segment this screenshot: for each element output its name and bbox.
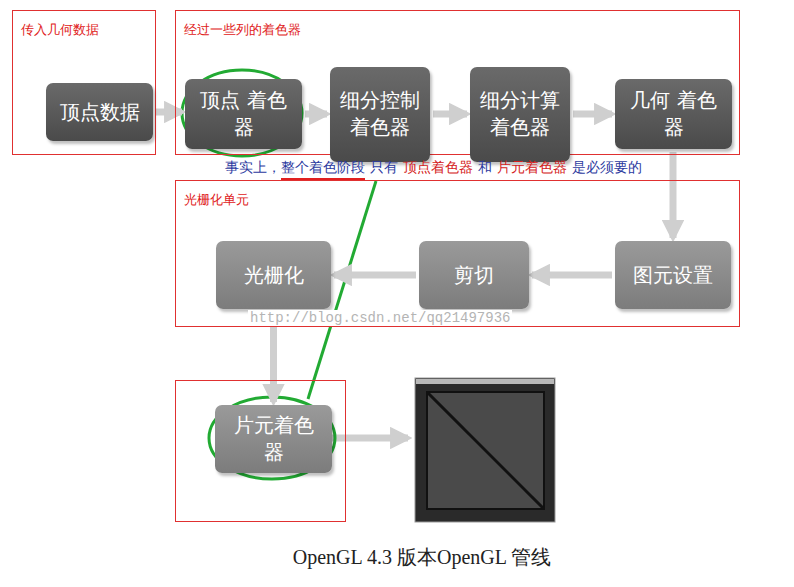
process-box: 顶点数据	[46, 83, 153, 141]
figure-caption: OpenGL 4.3 版本OpenGL 管线	[293, 544, 551, 571]
highlight-ellipse	[182, 70, 302, 156]
process-box: 图元设置	[615, 241, 731, 309]
process-box: 光栅化	[216, 241, 331, 309]
annotation-text: 片元着色器	[497, 159, 567, 180]
box-label: 细分计算 着色器	[480, 87, 560, 141]
region-frame: 传入几何数据顶点数据	[12, 10, 156, 155]
box-label: 细分控制 着色器	[340, 87, 420, 141]
flow-arrow	[532, 272, 612, 279]
flow-arrow	[156, 109, 182, 116]
process-box: 细分计算 着色器	[470, 67, 570, 162]
process-box: 剪切	[419, 241, 529, 309]
box-label: 光栅化	[244, 262, 304, 289]
annotation-text: 是必须要的	[572, 159, 642, 180]
watermark: http://blog.csdn.net/qq21497936	[248, 310, 512, 326]
flow-arrow	[334, 272, 416, 279]
flow-arrow	[305, 111, 327, 118]
output-arrow	[332, 435, 408, 442]
highlight-ellipse	[209, 397, 335, 479]
annotation-text: 整个着色阶段	[281, 159, 365, 180]
box-label: 片元着色器	[225, 412, 322, 466]
region-frame: 片元着色器	[175, 380, 346, 522]
annotation-text: 只有	[370, 159, 398, 180]
region-frame: 光栅化单元光栅化 剪切 图元设置	[175, 180, 740, 327]
box-label: 顶点数据	[60, 99, 140, 126]
annotation-text: 事实上，	[225, 159, 281, 180]
annotation-text: 和	[478, 159, 492, 180]
flow-arrow	[433, 111, 467, 118]
box-label: 图元设置	[633, 262, 713, 289]
flow-arrow	[670, 152, 677, 238]
process-box: 细分控制 着色器	[330, 67, 430, 162]
region-frame: 经过一些列的着色器顶点 着色器细分控制 着色器 细分计算 着色器 几何 着色器	[175, 10, 740, 155]
region-label: 经过一些列的着色器	[184, 21, 301, 39]
box-label: 剪切	[454, 262, 494, 289]
region-label: 光栅化单元	[184, 191, 249, 209]
annotation-text: 顶点着色器	[403, 159, 473, 180]
process-box: 几何 着色器	[615, 79, 732, 149]
flow-arrow	[573, 111, 612, 118]
annotation-note: 事实上，整个着色阶段只有顶点着色器和片元着色器是必须要的	[225, 159, 642, 180]
process-box: 片元着色器	[215, 405, 332, 473]
rendered-output	[415, 378, 555, 522]
process-box: 顶点 着色器	[185, 79, 302, 149]
box-label: 顶点 着色器	[195, 87, 292, 141]
box-label: 几何 着色器	[625, 87, 722, 141]
region-label: 传入几何数据	[21, 21, 99, 39]
